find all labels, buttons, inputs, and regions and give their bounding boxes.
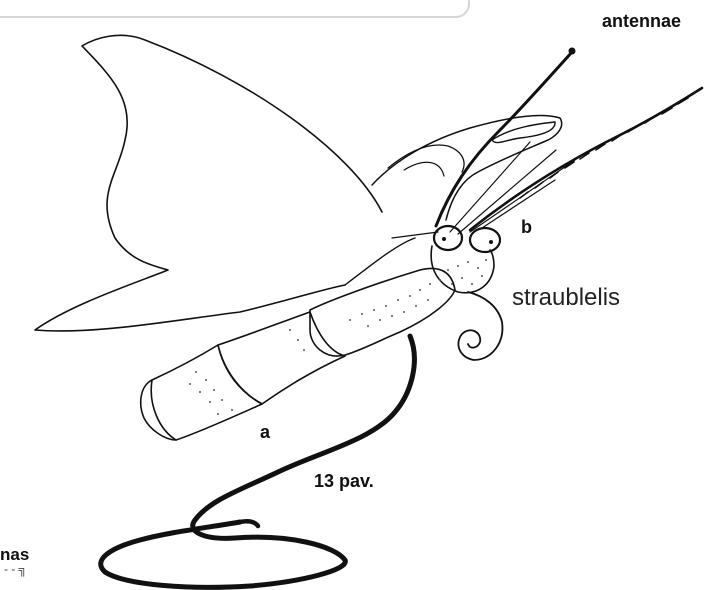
abdomen-segment-1	[218, 312, 345, 404]
upper-left-wing	[35, 35, 382, 331]
thick-line	[101, 336, 415, 587]
thick-line-end	[240, 521, 258, 526]
left-wing-lower-edge	[345, 238, 415, 285]
antenna-left	[436, 52, 572, 226]
label-a: a	[260, 423, 270, 441]
right-eye	[470, 228, 500, 252]
proboscis	[458, 292, 502, 360]
thorax	[310, 268, 455, 356]
cut-off-mark: - - ╗	[4, 563, 27, 575]
label-13-pav: 13 pav.	[314, 472, 374, 490]
antenna-left-tip	[569, 48, 576, 55]
label-straublelis: straublelis	[512, 286, 620, 310]
antenna-right-feathering	[520, 98, 688, 198]
label-cut-off-text: nas	[0, 546, 29, 563]
right-wing-inner-cell	[492, 122, 555, 143]
left-eye	[434, 226, 462, 250]
right-wing-vein	[388, 145, 464, 172]
label-b: b	[521, 218, 532, 236]
abdomen-segment-2	[151, 345, 262, 440]
abdomen-tip	[141, 380, 176, 440]
right-wing-vein-2	[404, 162, 444, 176]
wing-base-line	[392, 232, 438, 238]
label-antennae: antennae	[602, 12, 681, 30]
